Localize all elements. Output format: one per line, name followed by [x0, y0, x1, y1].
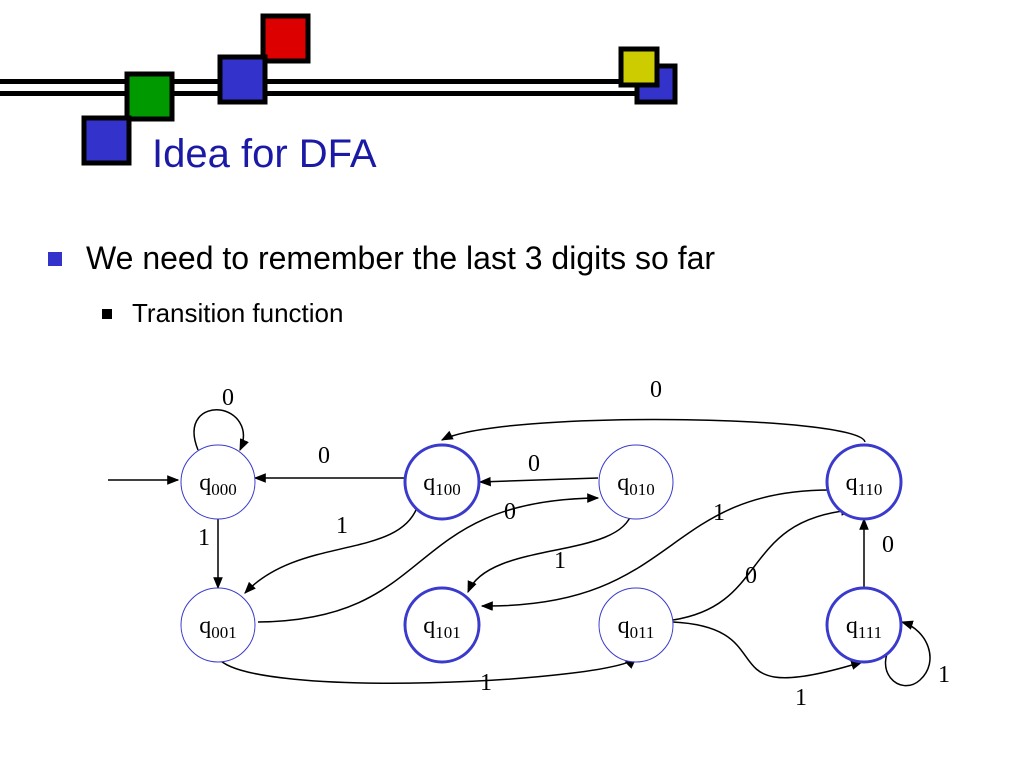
state-name: q: [846, 470, 858, 496]
edge-label-q011-q111: 1: [795, 685, 807, 711]
edge-label-q111-q111: 1: [938, 662, 950, 688]
state-subscript: 101: [435, 623, 461, 642]
edge-label-q111-q110: 0: [882, 532, 894, 558]
deco-bar-inner: [0, 84, 668, 91]
state-name: q: [617, 470, 629, 496]
svg-text:q100: q100: [423, 470, 461, 499]
state-q101: q101: [403, 586, 481, 664]
state-subscript: 001: [211, 623, 237, 642]
edge-q011-q111: [672, 621, 864, 679]
bullet-1-text: We need to remember the last 3 digits so…: [86, 240, 716, 276]
edge-label-q010-q100: 0: [528, 451, 540, 477]
state-q001: q001: [180, 587, 256, 663]
edge-q000-q000: [193, 409, 249, 452]
bullet-level-1: We need to remember the last 3 digits so…: [48, 240, 715, 277]
edge-label-q100-q001: 1: [336, 513, 348, 539]
state-q011: q011: [598, 587, 674, 663]
edge-q100-q001: [244, 504, 419, 594]
state-subscript: 000: [211, 480, 237, 499]
state-q000: q000: [180, 444, 256, 520]
edge-q110-q101: [480, 489, 831, 611]
square-bullet-icon: [102, 308, 112, 319]
edge-label-q000-q000: 0: [222, 385, 234, 411]
header-decoration: [0, 13, 678, 166]
square-bullet-icon: [48, 251, 62, 266]
edge-q001-q010: [257, 493, 600, 623]
svg-text:q110: q110: [846, 470, 883, 499]
edge-label-q100-q000: 0: [318, 443, 330, 469]
edge-q001-q011: [217, 657, 637, 684]
edge-label-q110-q100: 0: [650, 377, 662, 403]
edge-q010-q100: [478, 476, 599, 487]
deco-square-blue-1: [217, 54, 268, 105]
deco-square-yellow: [618, 46, 660, 88]
slide-title: Idea for DFA: [152, 132, 377, 176]
edge-q110-q100: [440, 418, 866, 443]
state-subscript: 111: [858, 623, 882, 642]
edge-q111-q111: [884, 620, 931, 687]
state-subscript: 010: [629, 480, 655, 499]
svg-text:q101: q101: [423, 613, 461, 642]
svg-text:q001: q001: [199, 613, 237, 642]
svg-text:q011: q011: [618, 613, 655, 642]
state-subscript: 110: [858, 480, 883, 499]
bullet-level-2: Transition function: [102, 298, 343, 329]
state-q110: q110: [825, 443, 903, 521]
edge-q010-q101: [467, 511, 633, 594]
state-name: q: [846, 613, 858, 639]
svg-text:q000: q000: [199, 470, 237, 499]
edge-label-q001-q011: 1: [480, 670, 492, 696]
state-name: q: [423, 470, 435, 496]
state-q010: q010: [598, 444, 674, 520]
edge-label-q011-q110: 0: [745, 563, 757, 589]
state-name: q: [423, 613, 435, 639]
deco-square-green: [124, 71, 175, 122]
state-subscript: 011: [630, 623, 655, 642]
state-name: q: [618, 613, 630, 639]
deco-square-red: [260, 13, 311, 64]
state-q100: q100: [403, 443, 481, 521]
edge-label-q001-q010: 0: [504, 499, 516, 525]
state-q111: q111: [825, 586, 903, 664]
svg-text:q010: q010: [617, 470, 655, 499]
state-subscript: 100: [435, 480, 461, 499]
state-name: q: [199, 613, 211, 639]
deco-square-blue-2: [81, 115, 132, 166]
edge-label-q010-q101: 1: [554, 548, 566, 574]
svg-text:q111: q111: [846, 613, 882, 642]
edge-label-q110-q101: 1: [713, 500, 725, 526]
edge-label-q000-q001: 1: [198, 525, 210, 551]
edge-q011-q110: [672, 506, 854, 621]
bullet-2-text: Transition function: [132, 298, 344, 328]
state-name: q: [199, 470, 211, 496]
